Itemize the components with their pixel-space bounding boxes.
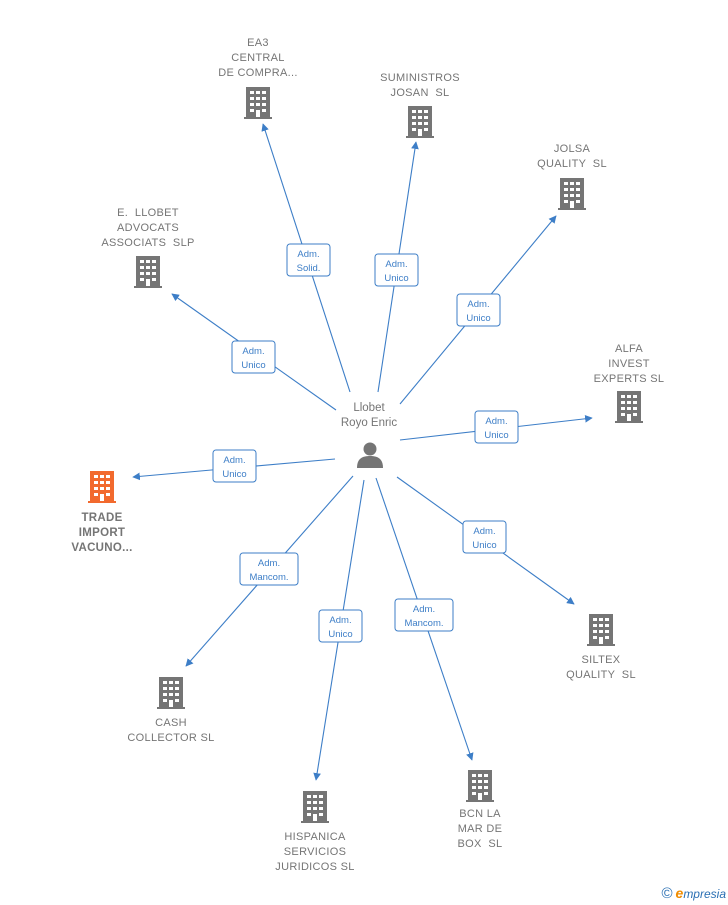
copyright-symbol: © xyxy=(661,885,673,902)
role-text-line-2: Unico xyxy=(241,360,265,371)
role-text-line-2: Unico xyxy=(222,469,246,480)
company-label-line-1: SILTEX xyxy=(582,654,621,666)
company-label-line-1: JOLSA xyxy=(554,143,591,155)
role-text-line-2: Unico xyxy=(466,313,490,324)
company-node-suministros-josan[interactable]: SUMINISTROS JOSAN SL xyxy=(380,72,460,138)
role-badge-box xyxy=(239,552,299,586)
role-text-line-2: Unico xyxy=(484,430,508,441)
building-icon xyxy=(88,471,116,503)
company-node-e-llobet-advocats[interactable]: E. LLOBET ADVOCATS ASSOCIATS SLP xyxy=(101,207,194,288)
building-icon xyxy=(406,106,434,138)
building-icon xyxy=(301,791,329,823)
role-badge-siltex-quality[interactable]: Adm. Unico xyxy=(462,520,507,554)
company-label-line-2: JOSAN SL xyxy=(391,87,450,99)
company-node-jolsa-quality[interactable]: JOLSA QUALITY SL xyxy=(537,143,607,210)
company-label-line-2: INVEST xyxy=(608,358,650,370)
center-person-node[interactable]: Llobet Royo Enric xyxy=(341,402,397,468)
company-node-hispanica-servicios[interactable]: HISPANICA SERVICIOS JURIDICOS SL xyxy=(275,791,354,873)
role-text-line-1: Adm. xyxy=(485,416,507,427)
role-badge-box xyxy=(286,243,331,277)
company-node-trade-import[interactable]: TRADE IMPORT VACUNO... xyxy=(71,471,132,554)
role-text-line-1: Adm. xyxy=(223,455,245,466)
company-label-line-1: CASH xyxy=(155,717,187,729)
role-badge-box xyxy=(212,449,257,483)
role-text-line-1: Adm. xyxy=(467,299,489,310)
company-label-line-3: ASSOCIATS SLP xyxy=(101,237,194,249)
company-label-line-3: EXPERTS SL xyxy=(594,373,665,385)
role-badge-box xyxy=(474,410,519,444)
company-label-line-1: ALFA xyxy=(615,343,643,355)
company-label-line-2: QUALITY SL xyxy=(566,669,636,681)
company-label-line-3: VACUNO... xyxy=(71,542,132,554)
center-name-line-1: Llobet xyxy=(353,402,385,414)
company-node-bcn-la-mar[interactable]: BCN LA MAR DE BOX SL xyxy=(458,770,503,850)
company-label-line-1: BCN LA xyxy=(459,808,501,820)
company-label-line-1: SUMINISTROS xyxy=(380,72,460,84)
role-text-line-1: Adm. xyxy=(413,604,435,615)
role-text-line-2: Solid. xyxy=(297,263,321,274)
role-badge-cash-collector[interactable]: Adm. Mancom. xyxy=(239,552,299,586)
company-label-line-1: E. LLOBET xyxy=(117,207,179,219)
company-node-siltex-quality[interactable]: SILTEX QUALITY SL xyxy=(566,614,636,681)
company-node-cash-collector[interactable]: CASH COLLECTOR SL xyxy=(127,677,214,744)
role-badge-suministros-josan[interactable]: Adm. Unico xyxy=(374,253,419,287)
brand-name: mpresia xyxy=(683,887,726,901)
role-badge-e-llobet-advocats[interactable]: Adm. Unico xyxy=(231,340,276,374)
building-icon xyxy=(157,677,185,709)
person-icon xyxy=(357,442,383,468)
building-icon xyxy=(558,178,586,210)
role-text-line-1: Adm. xyxy=(329,615,351,626)
company-label-line-1: EA3 xyxy=(247,37,269,49)
building-icon xyxy=(466,770,494,802)
company-label-line-2: COLLECTOR SL xyxy=(127,732,214,744)
role-badge-box xyxy=(456,293,501,327)
building-icon xyxy=(134,256,162,288)
role-text-line-2: Unico xyxy=(328,629,352,640)
role-text-line-1: Adm. xyxy=(242,346,264,357)
role-text-line-2: Unico xyxy=(384,273,408,284)
role-text-line-1: Adm. xyxy=(297,249,319,260)
role-text-line-2: Mancom. xyxy=(404,618,443,629)
company-label-line-1: TRADE xyxy=(81,512,122,524)
company-label-line-3: DE COMPRA... xyxy=(218,67,297,79)
role-badge-box xyxy=(231,340,276,374)
role-badge-trade-import[interactable]: Adm. Unico xyxy=(212,449,257,483)
role-text-line-1: Adm. xyxy=(258,558,280,569)
role-text-line-2: Unico xyxy=(472,540,496,551)
role-badge-alfa-invest[interactable]: Adm. Unico xyxy=(474,410,519,444)
company-label-line-2: QUALITY SL xyxy=(537,158,607,170)
company-node-alfa-invest[interactable]: ALFA INVEST EXPERTS SL xyxy=(594,343,665,423)
building-icon xyxy=(244,87,272,119)
company-label-line-2: MAR DE xyxy=(458,823,503,835)
company-label-line-2: CENTRAL xyxy=(231,52,284,64)
footer-brand: ©empresia xyxy=(661,885,726,902)
company-label-line-3: BOX SL xyxy=(458,838,503,850)
role-badge-box xyxy=(374,253,419,287)
brand-initial: e xyxy=(675,885,684,901)
role-text-line-2: Mancom. xyxy=(249,572,288,583)
building-icon xyxy=(587,614,615,646)
role-text-line-1: Adm. xyxy=(473,526,495,537)
company-label-line-2: SERVICIOS xyxy=(284,846,346,858)
role-badge-bcn-la-mar[interactable]: Adm. Mancom. xyxy=(394,598,454,632)
role-badge-ea3[interactable]: Adm. Solid. xyxy=(286,243,331,277)
building-icon xyxy=(615,391,643,423)
company-label-line-3: JURIDICOS SL xyxy=(275,861,354,873)
company-label-line-1: HISPANICA xyxy=(284,831,346,843)
role-badge-jolsa-quality[interactable]: Adm. Unico xyxy=(456,293,501,327)
center-name-line-2: Royo Enric xyxy=(341,417,397,429)
role-badge-hispanica-servicios[interactable]: Adm. Unico xyxy=(318,609,363,643)
role-badge-box xyxy=(394,598,454,632)
role-badge-box xyxy=(462,520,507,554)
company-label-line-2: IMPORT xyxy=(79,527,126,539)
company-label-line-2: ADVOCATS xyxy=(117,222,179,234)
role-badge-box xyxy=(318,609,363,643)
roles-layer: Adm.Solid.Adm.UnicoAdm.UnicoAdm.UnicoAdm… xyxy=(212,243,519,643)
edges-layer xyxy=(132,123,593,781)
role-text-line-1: Adm. xyxy=(385,259,407,270)
